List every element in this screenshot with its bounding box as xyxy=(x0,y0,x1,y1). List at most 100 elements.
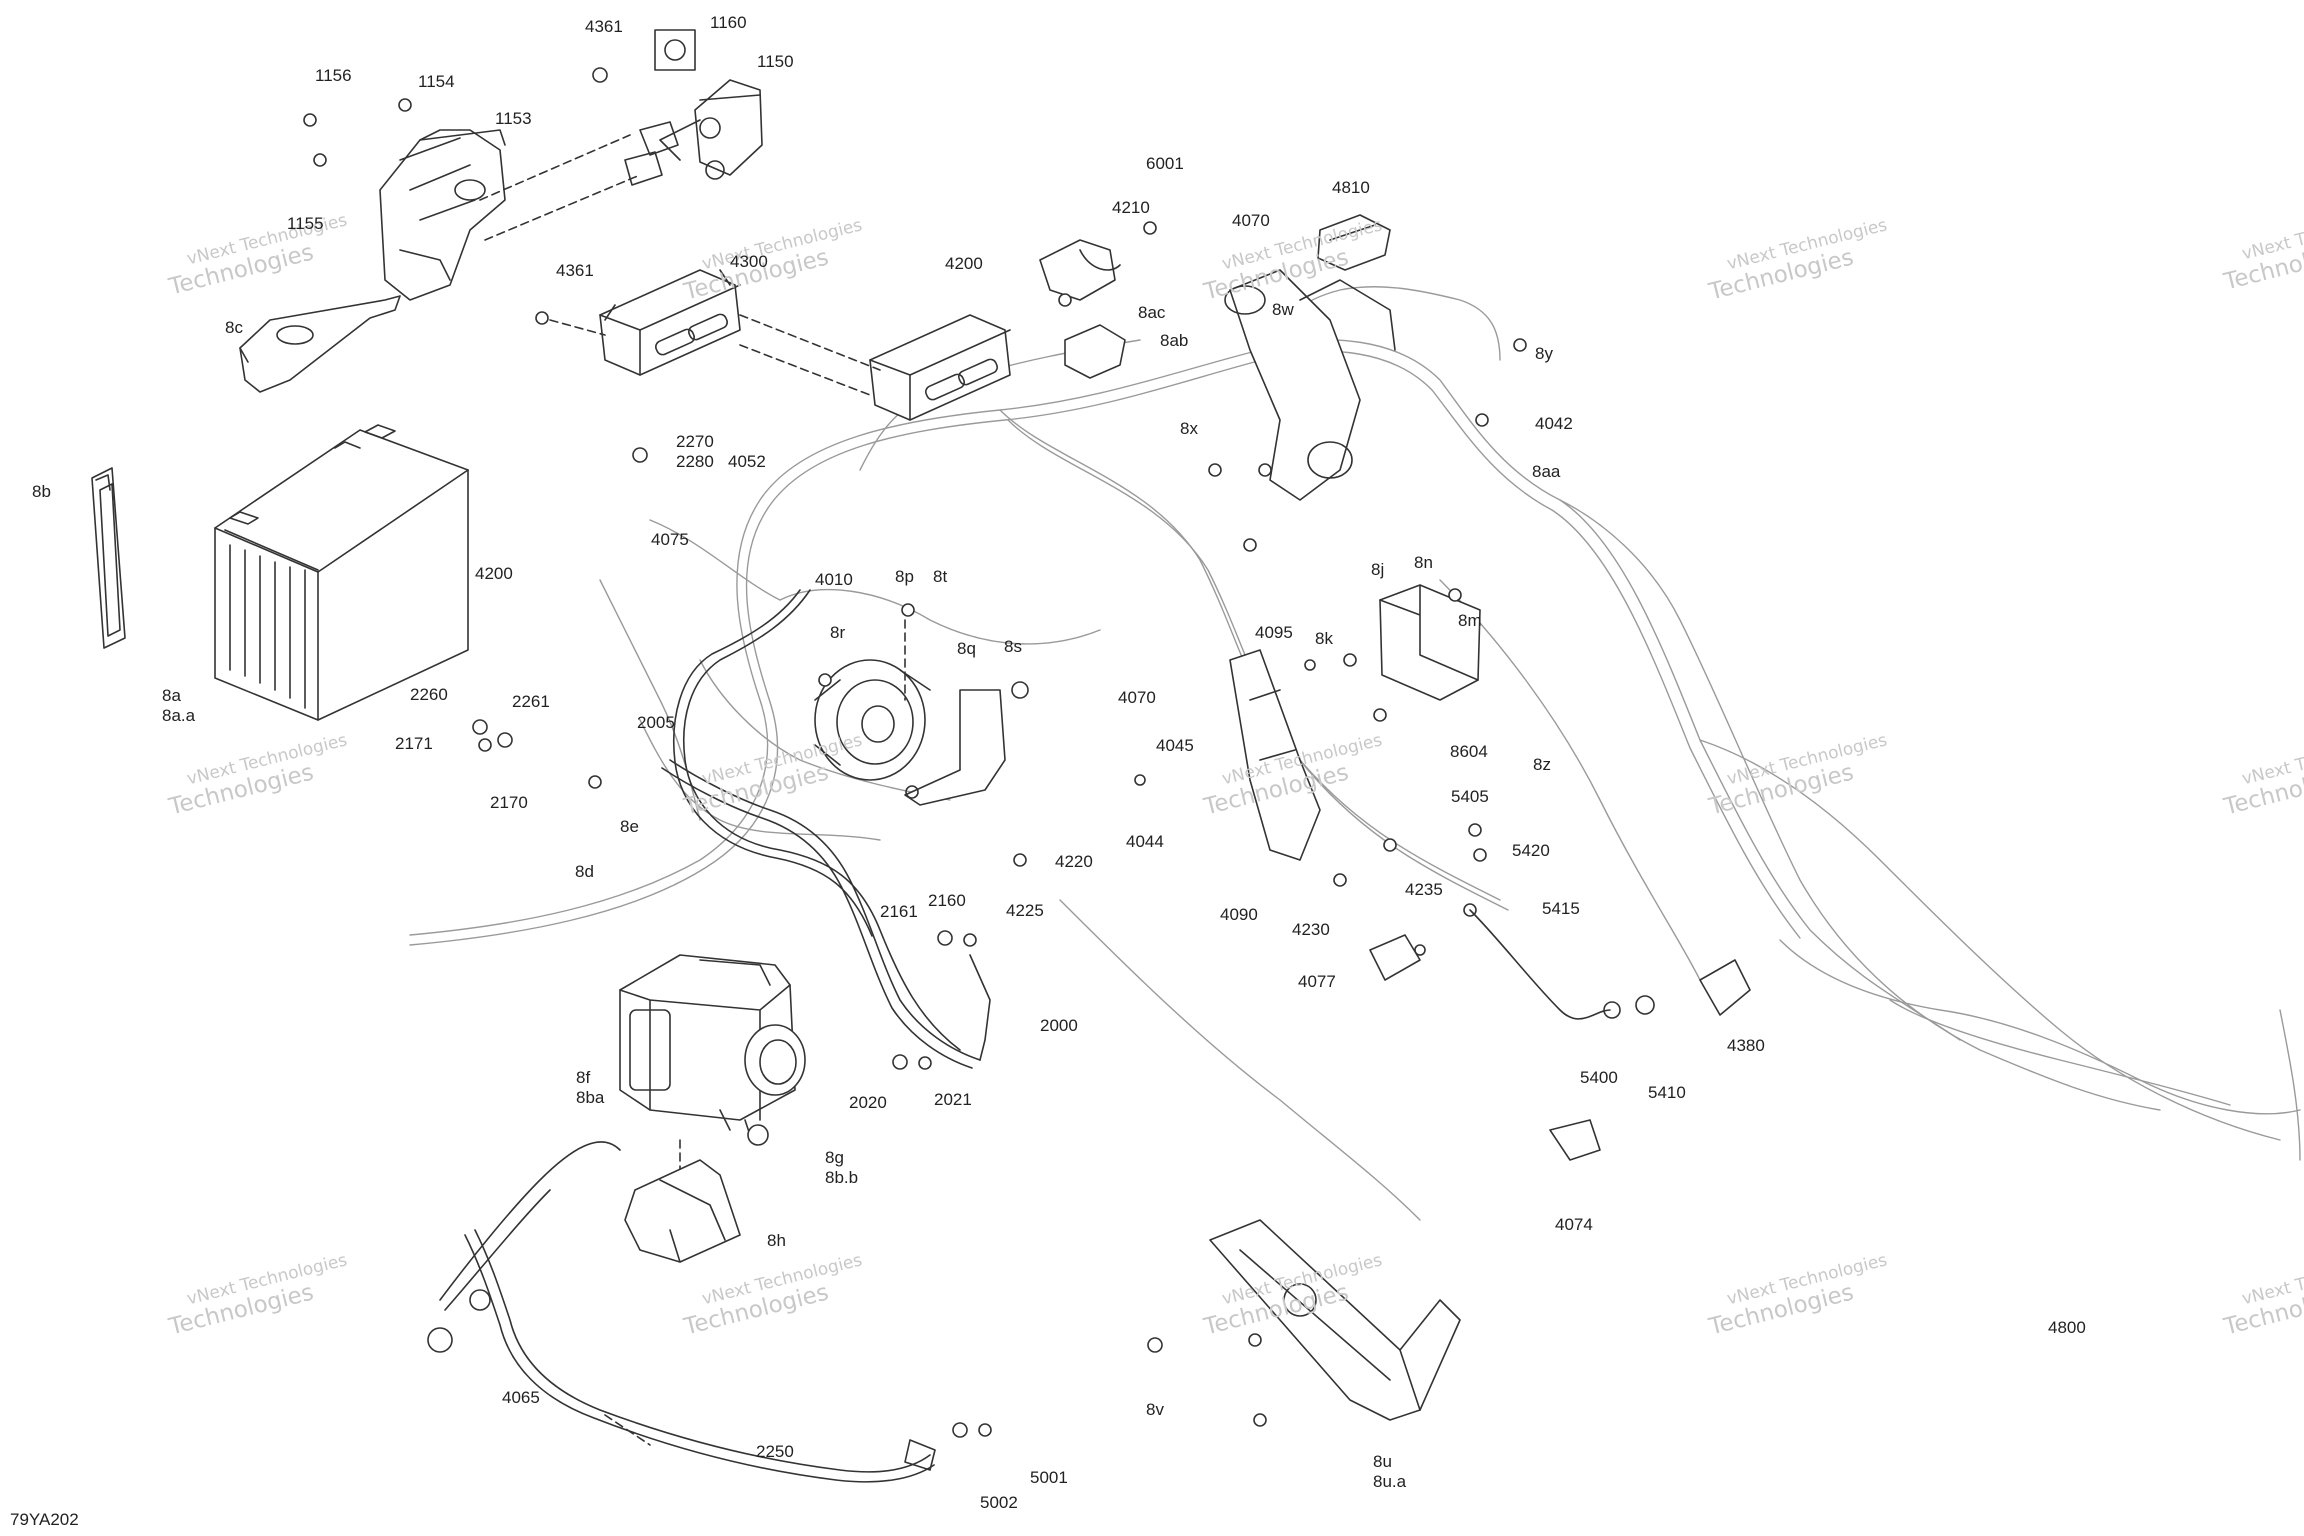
module-1153 xyxy=(379,129,506,301)
battery xyxy=(214,424,469,721)
part-label-2005: 2005 xyxy=(637,713,675,732)
part-label-4230: 4230 xyxy=(1292,920,1330,939)
part-label-4200: 4200 xyxy=(475,564,513,583)
part-label-1153: 1153 xyxy=(495,109,532,128)
part-label-4074: 4074 xyxy=(1555,1215,1593,1234)
part-label-1155: 1155 xyxy=(287,214,324,233)
part-label-2160: 2160 xyxy=(928,891,966,910)
part-label-2260: 2260 xyxy=(410,685,448,704)
module-4300-left xyxy=(599,269,741,376)
part-label-4300: 4300 xyxy=(730,252,768,271)
part-label-8p: 8p xyxy=(895,567,914,586)
module-4300-right xyxy=(869,314,1011,421)
part-label-4210: 4210 xyxy=(1112,198,1150,217)
main-harness xyxy=(409,286,2301,1221)
part-label-1160: 1160 xyxy=(710,13,747,32)
part-label-4077: 4077 xyxy=(1298,972,1336,991)
part-label-4361: 4361 xyxy=(585,17,623,36)
horn xyxy=(814,659,931,781)
connector-4380 xyxy=(1699,959,1751,1016)
part-label-8x: 8x xyxy=(1180,419,1198,438)
part-label-4225: 4225 xyxy=(1006,901,1044,920)
part-label-2020: 2020 xyxy=(849,1093,887,1112)
part-label-2171: 2171 xyxy=(395,734,433,753)
part-label-4361: 4361 xyxy=(556,261,594,280)
part-label-2261: 2261 xyxy=(512,692,550,711)
leader-1153 xyxy=(484,174,641,241)
battery-strap xyxy=(91,467,126,649)
part-label-4010: 4010 xyxy=(815,570,853,589)
part-label-2021: 2021 xyxy=(934,1090,972,1109)
part-label-8j: 8j xyxy=(1371,560,1385,579)
part-label-4235: 4235 xyxy=(1405,880,1443,899)
part-label-2170: 2170 xyxy=(490,793,528,812)
part-label-4042: 4042 xyxy=(1535,414,1573,433)
part-label-8m: 8m xyxy=(1458,611,1482,630)
part-label-8t: 8t xyxy=(933,567,948,586)
horn-bracket xyxy=(904,689,1006,806)
part-label-4052: 4052 xyxy=(728,452,766,471)
part-label-4044: 4044 xyxy=(1126,832,1164,851)
part-label-2270: 2270 2280 xyxy=(676,432,714,471)
fasteners xyxy=(303,67,1527,1438)
part-label-4095: 4095 xyxy=(1255,623,1293,642)
part-label-8ac: 8ac xyxy=(1138,303,1166,322)
wire-5400 xyxy=(1463,903,1655,1020)
part-label-8a: 8a 8a.a xyxy=(162,686,196,725)
module-1150 xyxy=(624,79,763,186)
part-label-2161: 2161 xyxy=(880,902,918,921)
actuator-8w xyxy=(1224,269,1396,501)
seal-1160 xyxy=(654,29,696,71)
part-label-5410: 5410 xyxy=(1648,1083,1686,1102)
bracket-8u xyxy=(1209,1219,1461,1421)
part-label-8f: 8f 8ba xyxy=(576,1068,605,1107)
battery-bracket xyxy=(239,295,401,393)
sensor-8ab xyxy=(1064,324,1126,379)
part-label-4075: 4075 xyxy=(651,530,689,549)
part-label-4810: 4810 xyxy=(1332,178,1370,197)
part-label-4070: 4070 xyxy=(1118,688,1156,707)
part-label-4045: 4045 xyxy=(1156,736,1194,755)
abs-bracket xyxy=(624,1159,741,1263)
part-label-1154: 1154 xyxy=(418,72,455,91)
part-label-8w: 8w xyxy=(1272,300,1294,319)
part-label-5405: 5405 xyxy=(1451,787,1489,806)
part-label-8q: 8q xyxy=(957,639,976,658)
cable-2000 xyxy=(661,759,991,1069)
part-label-8r: 8r xyxy=(830,623,846,642)
part-label-8s: 8s xyxy=(1004,637,1022,656)
part-label-8b: 8b xyxy=(32,482,51,501)
part-label-8k: 8k xyxy=(1315,629,1333,648)
part-label-8c: 8c xyxy=(225,318,243,337)
part-label-8n: 8n xyxy=(1414,553,1433,572)
cable-2005 xyxy=(672,589,961,1051)
leader-1150 xyxy=(479,134,631,201)
connector-4200-right xyxy=(1039,239,1121,301)
part-label-5415: 5415 xyxy=(1542,899,1580,918)
part-label-8e: 8e xyxy=(620,817,639,836)
part-label-8y: 8y xyxy=(1535,344,1553,363)
part-label-4380: 4380 xyxy=(1727,1036,1765,1055)
part-label-4070: 4070 xyxy=(1232,211,1270,230)
part-label-5420: 5420 xyxy=(1512,841,1550,860)
part-label-8h: 8h xyxy=(767,1231,786,1250)
clip-4074 xyxy=(1549,1119,1601,1161)
part-label-6001: 6001 xyxy=(1146,154,1184,173)
part-label-8ab: 8ab xyxy=(1160,331,1189,350)
part-label-8g: 8g 8b.b xyxy=(825,1148,859,1187)
bracket-4090 xyxy=(1229,649,1321,861)
part-label-1150: 1150 xyxy=(757,52,794,71)
clip-4077 xyxy=(1369,934,1421,981)
part-label-8z: 8z xyxy=(1533,755,1551,774)
part-label-5400: 5400 xyxy=(1580,1068,1618,1087)
part-label-1156: 1156 xyxy=(315,66,352,85)
part-label-8v: 8v xyxy=(1146,1400,1164,1419)
part-label-2000: 2000 xyxy=(1040,1016,1078,1035)
ecu-8j xyxy=(1379,584,1481,701)
part-label-5002: 5002 xyxy=(980,1493,1018,1512)
abs-unit xyxy=(619,954,806,1136)
part-label-5001: 5001 xyxy=(1030,1468,1068,1487)
part-label-4090: 4090 xyxy=(1220,905,1258,924)
part-label-4065: 4065 xyxy=(502,1388,540,1407)
